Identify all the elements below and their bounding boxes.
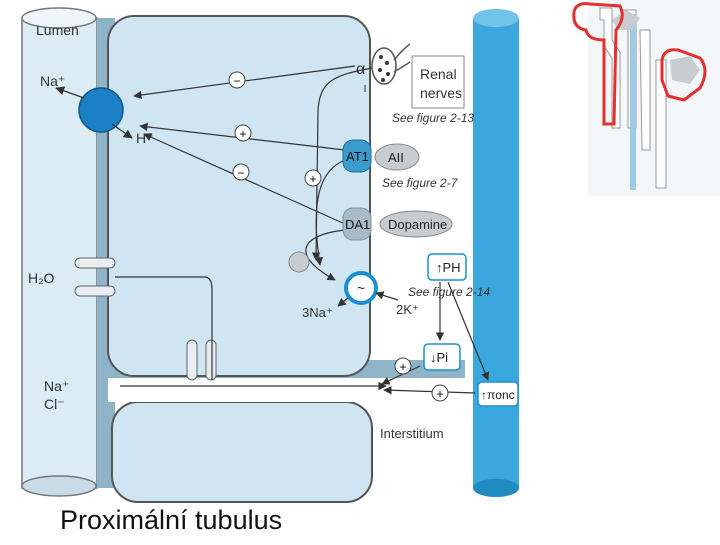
at1-receptor [342,139,372,173]
ponc-label: ↑πonc [481,388,515,402]
cl-label: Cl⁻ [44,396,65,412]
interstitium-label: Interstitium [380,426,444,441]
aii-label: AII [388,150,404,165]
da1-receptor [342,207,372,241]
h2o-label: H₂O [28,270,55,286]
interstitium-space [108,378,473,402]
see-figure-2-13: See figure 2-13 [392,111,474,125]
dopamine-ligand [379,210,453,238]
h-arrow [111,123,133,139]
na-h-exchanger [78,87,124,133]
dopamine-label: Dopamine [388,217,447,232]
sign-plus-at1 [234,124,252,142]
alpha-to-pump-arrow [311,67,373,261]
pump-symbol: ~ [357,280,365,296]
ponc-arrow [383,386,476,395]
na3-label: 3Na⁺ [302,305,333,320]
ph-box [427,253,467,281]
ph-to-ponc-arrow [447,281,490,381]
plus-label: + [399,360,406,374]
dopamine-vesicle [288,251,310,273]
nerve-terminal [371,43,411,85]
renal-label: Renal [420,66,457,82]
lower-tubule-cell [111,401,373,503]
lumen-label: Lumen [36,22,79,38]
pi-box [423,343,461,371]
na-interstitial-label: Na⁺ [44,378,69,394]
sign-minus-da1 [232,163,250,181]
ph-label: ↑PH [436,260,461,275]
aii-ligand [374,143,420,171]
see-figure-2-7: See figure 2-7 [382,176,459,190]
na-pump-arrow [337,297,349,307]
ponc-box [477,381,519,407]
da1-label: DA1 [345,217,370,232]
water-path [115,276,213,380]
k-pump-arrow [375,291,399,301]
paracellular-channel [186,339,217,381]
see-figure-2-14: See figure 2-14 [408,285,490,299]
capillary [473,9,519,497]
sign-plus-pump [304,169,322,187]
renal-nerves-box [411,55,465,109]
pi-arrow [381,365,421,385]
k2-label: 2K⁺ [396,302,419,317]
sign-plus-ponc [431,384,449,402]
at1-to-pump-arrow [314,159,346,266]
sign-minus-alpha [228,71,246,89]
nephron-thumbnail [572,0,720,196]
tubule-cell [107,15,371,377]
alpha-label: α [356,61,365,78]
at1-label: AT1 [346,149,369,164]
minus-label: − [233,74,240,88]
h-label: H⁺ [136,130,154,146]
plus-label: + [239,127,246,141]
plus-label: + [309,172,316,186]
na-k-atpase [344,271,378,305]
na-label: Na⁺ [40,73,65,89]
minus-label: − [237,166,244,180]
caption-title: Proximální tubulus [60,505,283,535]
nerves-label: nerves [420,85,462,101]
water-channel [74,257,116,297]
plus-label: + [436,387,443,401]
na-efflux-arrow [55,86,85,99]
sign-plus-pi [394,357,412,375]
pi-label: ↓Pi [430,350,448,365]
da1-to-pump-arrow [305,229,346,281]
